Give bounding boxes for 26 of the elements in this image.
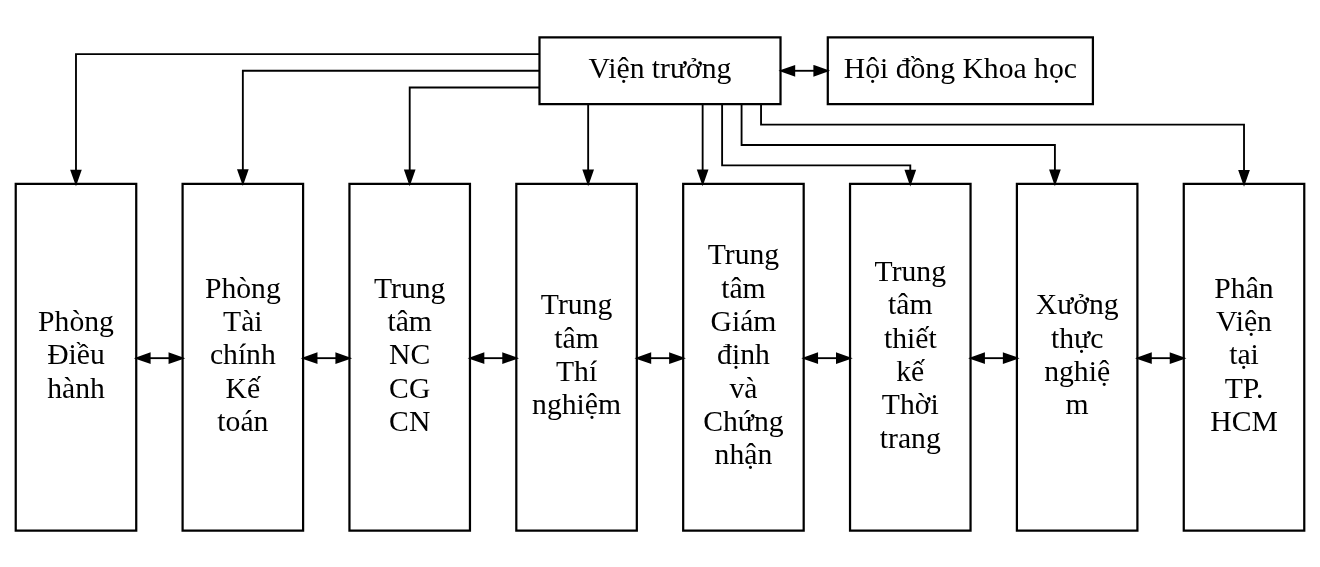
arrow bbox=[721, 102, 917, 187]
arrow bbox=[634, 351, 686, 364]
arrow bbox=[760, 103, 1250, 187]
node-box: Phân Viện tại TP. HCM bbox=[1182, 182, 1306, 532]
arrow bbox=[801, 351, 853, 364]
arrow bbox=[778, 64, 831, 77]
node-box: Xưởng thực nghiệ m bbox=[1015, 182, 1139, 532]
node-box: Trung tâm NC CG CN bbox=[348, 182, 472, 532]
arrow bbox=[70, 52, 540, 186]
node-box: Trung tâm thiết kế Thời trang bbox=[848, 182, 972, 532]
arrow bbox=[1135, 351, 1187, 364]
arrow bbox=[467, 351, 519, 364]
arrow bbox=[740, 102, 1061, 186]
node-box: Trung tâm Giám định và Chứng nhận bbox=[682, 182, 805, 532]
arrow bbox=[237, 69, 541, 186]
arrow bbox=[696, 102, 709, 186]
node-box: Trung tâm Thí nghiệm bbox=[515, 182, 638, 532]
node-box: Hội đồng Khoa học bbox=[826, 35, 1094, 105]
node-box: Viện trưởng bbox=[538, 35, 782, 105]
arrow bbox=[300, 351, 353, 364]
arrow bbox=[403, 86, 541, 186]
node-box: Phòng Điều hành bbox=[14, 182, 138, 532]
node-box: Phòng Tài chính Kế toán bbox=[181, 182, 305, 532]
arrow bbox=[133, 351, 186, 364]
arrow bbox=[582, 102, 594, 186]
arrow bbox=[968, 351, 1020, 364]
